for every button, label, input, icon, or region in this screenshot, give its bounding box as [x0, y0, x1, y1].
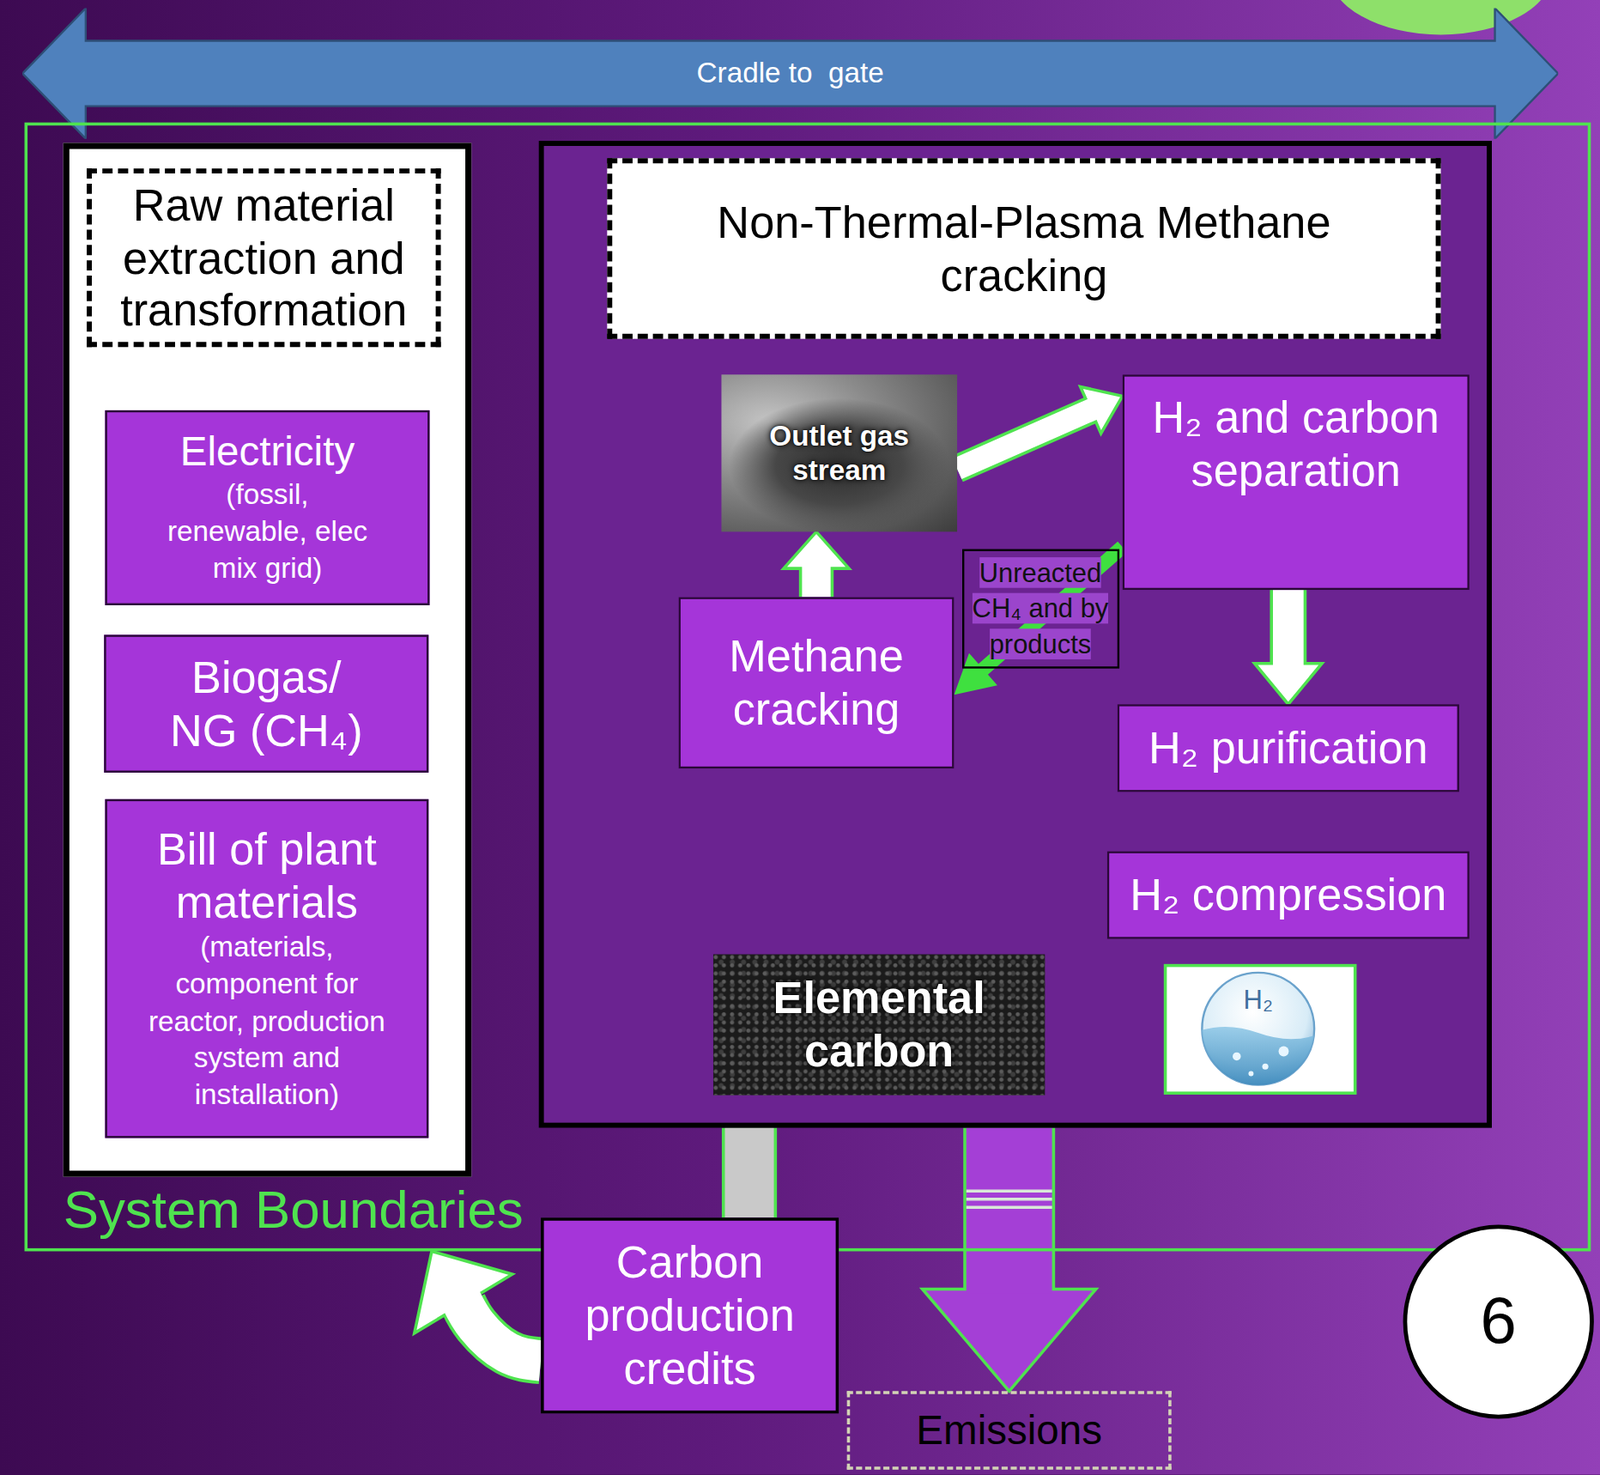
process-box: H₂ and carbon separation — [1122, 374, 1470, 590]
hydrogen-icon — [1165, 965, 1356, 1094]
text-holder: System Boundaries — [63, 1176, 594, 1244]
node-label: Outlet gas stream — [747, 419, 932, 488]
carbon-image: Elemental carbon — [713, 954, 1045, 1096]
process-box: H₂ compression — [1107, 850, 1470, 939]
water — [1193, 1026, 1323, 1092]
text-holder: Biogas/ NG (CH₄) — [156, 650, 376, 757]
arrow-stripe — [966, 1197, 1053, 1201]
text-holder: H₂ purification — [1148, 721, 1429, 776]
process-box: Methane cracking — [678, 596, 955, 769]
flow-arrow — [783, 531, 849, 597]
callout-circle: 6 — [1403, 1224, 1594, 1419]
text-holder: (materials, component for reactor, produ… — [139, 928, 394, 1115]
emissions-box: Emissions — [847, 1390, 1172, 1470]
flow-arrow — [748, 1127, 750, 1219]
flow-arrow — [922, 1127, 1097, 1392]
green-ellipse — [1328, 0, 1554, 35]
arrow-head — [922, 1288, 1097, 1391]
text-holder: Outlet gas stream — [747, 419, 932, 488]
cradle-to-gate-arrow: Cradle to gate — [22, 8, 1558, 140]
text-holder: 6 — [1480, 1283, 1517, 1361]
text-holder: H₂ compression — [1129, 868, 1447, 922]
node-detail: (fossil, renewable, elec mix grid) — [152, 476, 382, 588]
text-holder: Electricity — [180, 427, 355, 476]
node-label: Elemental carbon — [717, 971, 1042, 1078]
node-detail: (materials, component for reactor, produ… — [139, 928, 394, 1115]
node-label: Cradle to gate — [696, 56, 885, 91]
input-panel: Electricity(fossil, renewable, elec mix … — [63, 142, 473, 1176]
flow-arrow — [414, 1250, 541, 1360]
arrow-shaft — [460, 1299, 541, 1360]
text-holder: Emissions — [915, 1406, 1103, 1455]
icon-frame — [1165, 965, 1356, 1094]
double-arrow — [22, 8, 1558, 140]
heading-frame: Raw material extraction and transformati… — [86, 168, 442, 347]
text-holder: (fossil, renewable, elec mix grid) — [152, 476, 382, 588]
node-label: Bill of plant materials — [111, 822, 424, 928]
text-holder: Elemental carbon — [717, 971, 1042, 1078]
bubble — [1262, 1063, 1269, 1070]
node-label: 6 — [1480, 1283, 1517, 1361]
credits-box: Carbon production credits — [540, 1217, 839, 1413]
node-label: H₂ purification — [1148, 721, 1429, 776]
node-label: Biogas/ NG (CH₄) — [156, 650, 376, 757]
node-label: System Boundaries — [63, 1178, 524, 1242]
node-label: H₂ and carbon separation — [1128, 390, 1464, 497]
heading-frame: Non-Thermal-Plasma Methane cracking — [606, 157, 1441, 339]
text-holder: H₂ and carbon separation — [1128, 390, 1464, 497]
recycle-arrow — [954, 546, 1123, 695]
text-holder: Cradle to gate — [696, 56, 885, 91]
arrow-shaft — [957, 408, 1095, 469]
arrow-head — [783, 531, 849, 569]
node-label: Emissions — [915, 1406, 1103, 1455]
text-holder: Methane cracking — [684, 630, 949, 736]
arrow-head — [1254, 663, 1322, 705]
arrow-shaft — [725, 1127, 775, 1219]
input-box: Bill of plant materials(materials, compo… — [104, 799, 429, 1139]
node-label: H₂ compression — [1129, 868, 1447, 922]
node-label: Electricity — [180, 427, 355, 476]
system-boundary: Electricity(fossil, renewable, elec mix … — [24, 122, 1592, 1252]
node-label: Methane cracking — [684, 630, 949, 736]
text-holder: Bill of plant materials — [111, 822, 424, 928]
label-anchor: H₂ — [1217, 983, 1299, 1016]
bubble — [1248, 1071, 1254, 1077]
arrow-shaft — [801, 563, 831, 597]
bubble — [1278, 1045, 1290, 1056]
arrow-shaft — [1272, 589, 1304, 667]
arrow-stripe — [966, 1206, 1053, 1210]
flow-arrow — [1254, 589, 1322, 704]
gas-stream-image: Outlet gas stream — [721, 374, 958, 532]
input-box: Biogas/ NG (CH₄) — [103, 634, 429, 772]
arrow-stripe — [966, 1189, 1053, 1194]
hydrogen-symbol: H₂ — [1217, 983, 1299, 1016]
input-box: Electricity(fossil, renewable, elec mix … — [104, 410, 430, 606]
text-holder: Carbon production credits — [547, 1236, 831, 1395]
flow-arrow — [957, 386, 1123, 469]
panel-fill — [539, 140, 1492, 1128]
edge-label: Unreacted CH₄ and by products — [972, 557, 1110, 660]
edge-label-box: Unreacted CH₄ and by products — [961, 548, 1119, 668]
node-label: Carbon production credits — [547, 1236, 831, 1395]
bubble — [1232, 1052, 1242, 1061]
arrow-outline — [721, 1127, 777, 1219]
process-box: H₂ purification — [1117, 703, 1460, 792]
arrow-shaft — [966, 1127, 1053, 1294]
node-label: Non-Thermal-Plasma Methane cracking — [697, 195, 1352, 302]
node-label: Raw material extraction and transformati… — [95, 178, 432, 338]
